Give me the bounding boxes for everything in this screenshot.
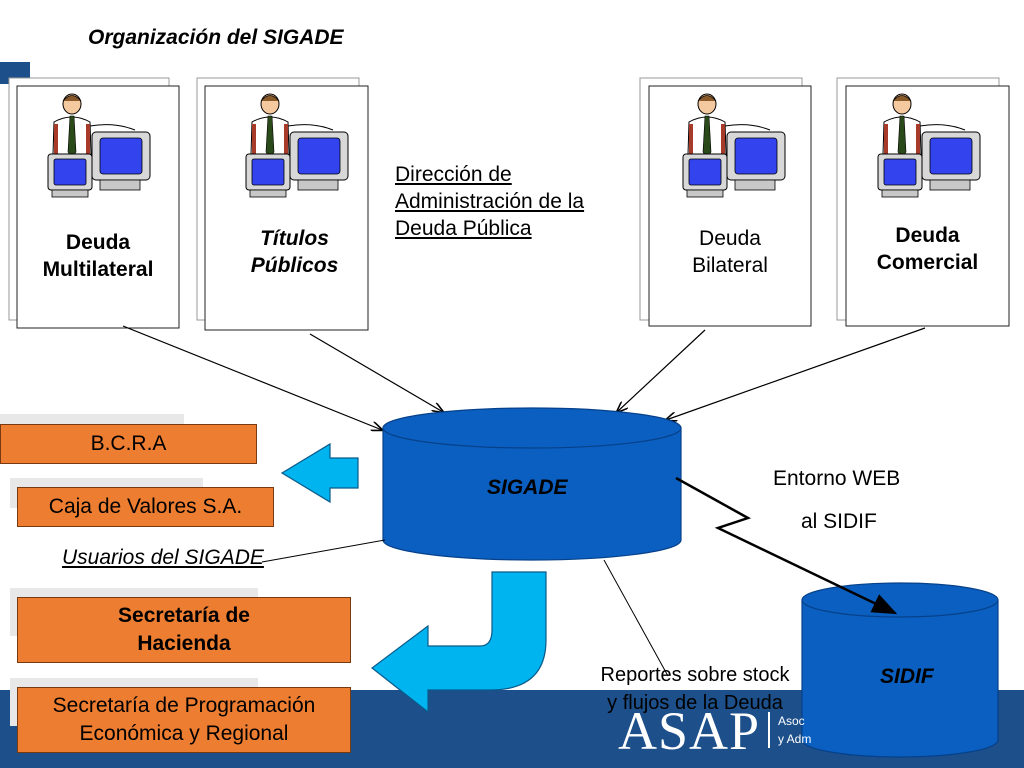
direccion-line3: Deuda Pública: [395, 217, 532, 240]
org-hacienda-line1: Secretaría de: [118, 604, 250, 627]
line-sigade-to-usuarios: [261, 539, 386, 563]
sidif-label: SIDIF: [880, 665, 934, 688]
reportes-label: Reportes sobre stock y flujos de la Deud…: [580, 661, 810, 717]
sigade-cylinder: [382, 407, 682, 561]
org-programacion-line1: Secretaría de Programación: [52, 694, 316, 717]
page-title: Organización del SIGADE: [88, 26, 344, 49]
card-deuda-bilateral: Deuda Bilateral: [649, 225, 811, 279]
card-label-line2: Multilateral: [42, 258, 154, 281]
arrow-comercial-to-sigade: [666, 327, 926, 420]
card-label-line2: Bilateral: [692, 254, 768, 277]
card-label-line2: Comercial: [876, 251, 979, 274]
asap-subtitle: Asoc y Adm: [778, 712, 811, 748]
card-deuda-comercial: Deuda Comercial: [846, 222, 1009, 276]
entorno-line1: Entorno WEB: [773, 467, 901, 490]
cyan-arrow-left: [280, 442, 359, 504]
card-deuda-multilateral-frame: [8, 77, 180, 329]
card-label-line1: Deuda: [699, 227, 761, 250]
card-label-line2: Públicos: [250, 254, 339, 277]
org-programacion-line2: Económica y Regional: [79, 722, 289, 745]
web-link-arrow: [675, 476, 898, 615]
arrow-multilateral-to-sigade: [122, 325, 382, 430]
direccion-line1: Dirección de: [395, 163, 512, 186]
asap-logo: ASAP: [618, 701, 761, 761]
direccion-line2: Administración de la: [395, 190, 585, 213]
asap-sub-line2: y Adm: [778, 732, 812, 746]
card-label-line1: Títulos: [260, 227, 329, 250]
cyan-arrow-curved: [371, 571, 547, 714]
card-titulos-publicos: Títulos Públicos: [212, 225, 377, 279]
usuarios-label: Usuarios del SIGADE: [62, 546, 264, 569]
org-secretaria-hacienda: Secretaría de Hacienda: [17, 597, 351, 663]
asap-sub-line1: Asoc: [778, 714, 805, 728]
direccion-label: Dirección de Administración de la Deuda …: [395, 161, 584, 242]
org-bcra-label: B.C.R.A: [90, 432, 167, 455]
card-titulos-publicos-frame: [196, 77, 369, 331]
org-hacienda-line2: Hacienda: [137, 632, 231, 655]
arrow-bilateral-to-sigade: [617, 329, 706, 412]
sidif-cylinder: [801, 582, 999, 758]
reportes-line1: Reportes sobre stock: [600, 664, 790, 686]
entorno-line2: al SIDIF: [801, 510, 877, 533]
org-secretaria-programacion: Secretaría de Programación Económica y R…: [17, 687, 351, 753]
card-deuda-multilateral: Deuda Multilateral: [17, 229, 179, 283]
logo-divider: [768, 712, 770, 748]
line-sigade-to-reportes: [603, 559, 669, 677]
sigade-label: SIGADE: [487, 476, 568, 499]
card-deuda-comercial-frame: [836, 77, 1010, 327]
org-caja-label: Caja de Valores S.A.: [48, 495, 243, 518]
arrow-titulos-to-sigade: [309, 333, 443, 412]
reportes-line2: y flujos de la Deuda: [607, 692, 783, 714]
card-label-line1: Deuda: [65, 231, 131, 254]
card-label-line1: Deuda: [895, 224, 960, 247]
card-deuda-bilateral-frame: [639, 77, 812, 327]
org-caja-de-valores: Caja de Valores S.A.: [17, 487, 274, 527]
org-bcra: B.C.R.A: [0, 424, 257, 464]
